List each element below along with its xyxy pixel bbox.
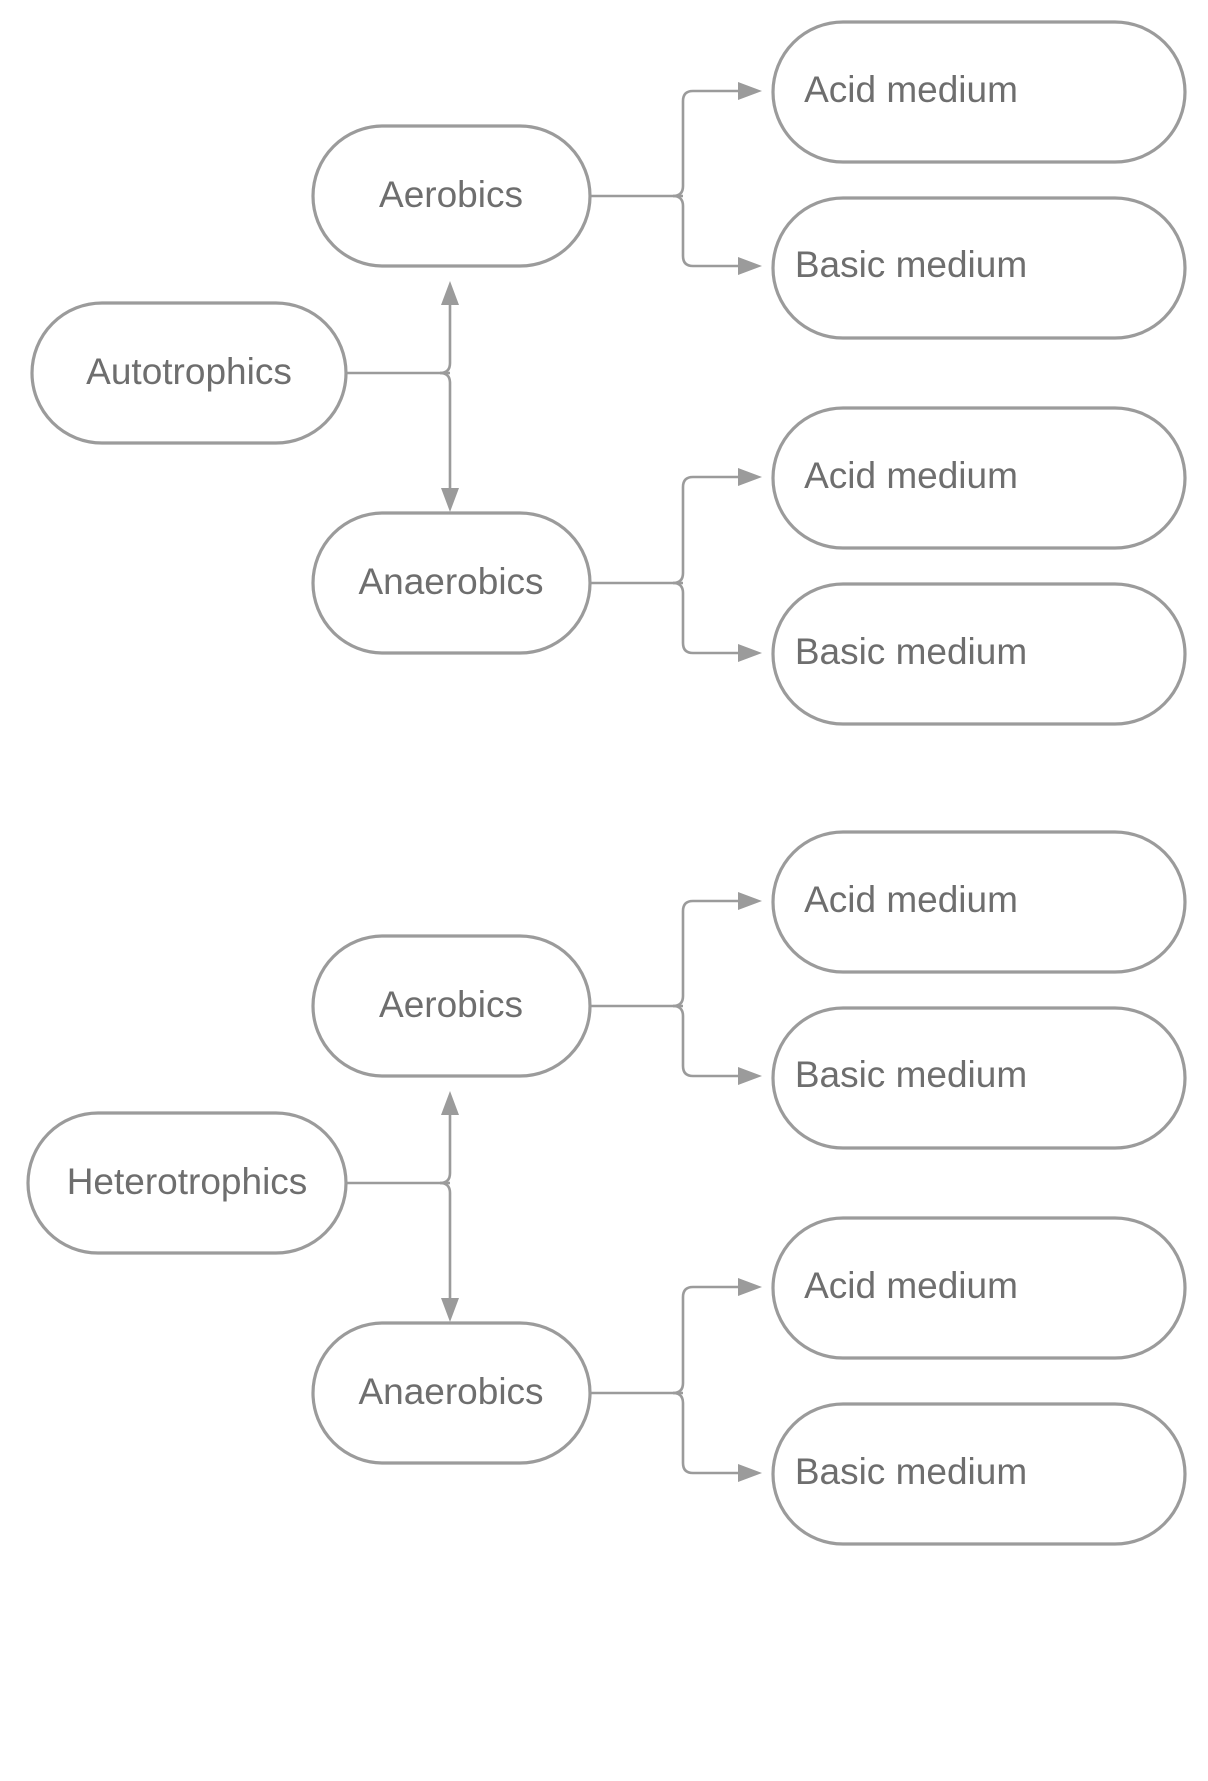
arrowhead-s1-anaerobics [441, 488, 459, 512]
node-s2-anaerobics-label: Anaerobics [358, 1371, 543, 1412]
node-s2-aerobics-acid-label: Acid medium [804, 879, 1018, 920]
connector-s2-aerobics-to-basic [672, 1004, 745, 1078]
connector-s1-trunk-down [439, 371, 452, 498]
node-s1-aerobics-basic-shape [771, 196, 1187, 340]
arrowhead-s2-anaerobics [441, 1298, 459, 1322]
connector-s1-aerobics-to-acid [672, 89, 745, 198]
node-s2-aerobics-basic-medium[interactable]: Basic medium [771, 1006, 1187, 1150]
node-s1-anaerobics-label: Anaerobics [358, 561, 543, 602]
node-s1-aerobics-basic-label: Basic medium [795, 244, 1027, 285]
node-s1-aerobics[interactable]: Aerobics [311, 124, 592, 268]
arrowhead-s1-anaerobics-basic [738, 644, 762, 662]
node-s1-anaerobics-acid-medium[interactable]: Acid medium [771, 406, 1187, 550]
node-s1-aerobics-acid-label: Acid medium [804, 69, 1018, 110]
arrowhead-s2-anaerobics-basic [738, 1464, 762, 1482]
node-s2-aerobics-acid-medium[interactable]: Acid medium [771, 830, 1187, 974]
node-s1-aerobics-acid-shape [771, 20, 1187, 164]
node-s2-aerobics-basic-shape [771, 1006, 1187, 1150]
node-s2-aerobics-acid-shape [771, 830, 1187, 974]
node-s1-anaerobics-acid-shape [771, 406, 1187, 550]
node-s2-anaerobics-basic-medium[interactable]: Basic medium [771, 1402, 1187, 1546]
node-heterotrophics-shape [26, 1111, 348, 1255]
connector-s1-anaerobics-to-acid [672, 475, 745, 585]
node-s2-aerobics-shape [311, 934, 592, 1078]
connector-s1-anaerobics-to-basic [672, 581, 745, 655]
arrowhead-s1-aerobics-basic [738, 257, 762, 275]
connector-s2-trunk-down [439, 1181, 452, 1308]
node-s2-anaerobics-shape [311, 1321, 592, 1465]
node-s1-anaerobics-acid-label: Acid medium [804, 455, 1018, 496]
node-s1-anaerobics-basic-shape [771, 582, 1187, 726]
arrowhead-s2-aerobics [441, 1091, 459, 1115]
node-s2-aerobics-label: Aerobics [379, 984, 523, 1025]
node-s2-anaerobics-basic-shape [771, 1402, 1187, 1546]
node-s2-anaerobics-acid-label: Acid medium [804, 1265, 1018, 1306]
node-s1-anaerobics[interactable]: Anaerobics [311, 511, 592, 655]
node-heterotrophics-label: Heterotrophics [67, 1161, 308, 1202]
node-s1-aerobics-basic-medium[interactable]: Basic medium [771, 196, 1187, 340]
node-s1-anaerobics-shape [311, 511, 592, 655]
node-s2-aerobics[interactable]: Aerobics [311, 934, 592, 1078]
node-s1-aerobics-acid-medium[interactable]: Acid medium [771, 20, 1187, 164]
node-s1-aerobics-label: Aerobics [379, 174, 523, 215]
connector-s2-anaerobics-to-acid [672, 1285, 745, 1395]
connector-s1-aerobics-to-basic [672, 194, 745, 268]
node-s2-anaerobics-basic-label: Basic medium [795, 1451, 1027, 1492]
node-s1-anaerobics-basic-medium[interactable]: Basic medium [771, 582, 1187, 726]
node-autotrophics-shape [30, 301, 348, 445]
node-s1-anaerobics-basic-label: Basic medium [795, 631, 1027, 672]
node-heterotrophics[interactable]: Heterotrophics [26, 1111, 348, 1255]
arrowhead-s1-aerobics-acid [738, 82, 762, 100]
arrowhead-s2-aerobics-acid [738, 892, 762, 910]
node-s2-anaerobics-acid-medium[interactable]: Acid medium [771, 1216, 1187, 1360]
connector-s2-anaerobics-to-basic [672, 1391, 745, 1475]
connector-s1-trunk-up [439, 295, 452, 375]
node-autotrophics[interactable]: Autotrophics [30, 301, 348, 445]
connector-s2-aerobics-to-acid [672, 899, 745, 1008]
arrowhead-s1-aerobics [441, 281, 459, 305]
arrowhead-s2-aerobics-basic [738, 1067, 762, 1085]
connector-s2-trunk-up [439, 1105, 452, 1185]
arrowhead-s2-anaerobics-acid [738, 1278, 762, 1296]
node-s2-aerobics-basic-label: Basic medium [795, 1054, 1027, 1095]
node-s2-anaerobics-acid-shape [771, 1216, 1187, 1360]
node-s1-aerobics-shape [311, 124, 592, 268]
arrowhead-s1-anaerobics-acid [738, 468, 762, 486]
node-autotrophics-label: Autotrophics [86, 351, 292, 392]
node-s2-anaerobics[interactable]: Anaerobics [311, 1321, 592, 1465]
